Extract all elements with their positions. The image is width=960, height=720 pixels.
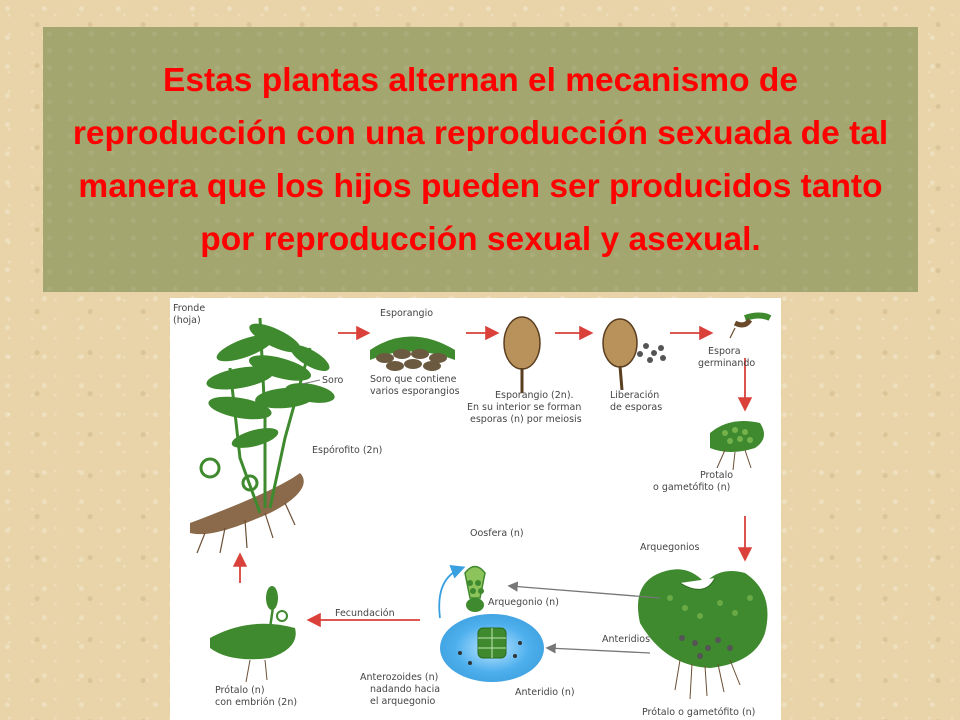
label-soro-contiene: Soro que contiene varios esporangios (370, 374, 460, 397)
prothallus-with-embryo-illustration (210, 586, 296, 683)
label-esporofito: Espórofito (2n) (312, 445, 382, 456)
label-espora: Espora germinando (698, 346, 755, 369)
label-anteridios: Anteridios (602, 634, 650, 645)
title-box: Estas plantas alternan el mecanismo de r… (43, 27, 918, 292)
label-fronde: Fronde (hoja) (173, 303, 208, 326)
sporangium-illustration (503, 316, 541, 393)
label-arquegonios: Arquegonios (640, 542, 699, 553)
label-anterozoides: Anterozoides (n) nadando hacia el arqueg… (360, 672, 443, 707)
antheridium-illustration (440, 614, 544, 682)
label-liberacion: Liberación de esporas (610, 390, 662, 413)
germinating-spore-illustration (729, 312, 772, 339)
label-esporangio: Esporangio (380, 308, 433, 319)
fern-life-cycle-diagram: Fronde (hoja) Soro Espórofito (2n) Espor… (170, 298, 781, 720)
slide-title: Estas plantas alternan el mecanismo de r… (72, 61, 889, 258)
label-soro: Soro (322, 375, 344, 386)
connector-arrows (507, 581, 661, 654)
soro-cluster-illustration (370, 336, 455, 371)
soro-leader-line (301, 379, 321, 385)
label-anteridio: Anteridio (n) (515, 687, 575, 698)
gametophyte-illustration (638, 569, 768, 700)
sporophyte-fern-illustration (190, 317, 335, 554)
young-prothallus-illustration (710, 420, 764, 471)
arrow-to-anteridio (545, 643, 651, 654)
arrow-to-archegonio (507, 581, 661, 599)
label-arquegonio: Arquegonio (n) (488, 597, 559, 608)
fertilization-blue-arrow (438, 565, 466, 619)
label-protalo-embrion: Prótalo (n) con embrión (2n) (215, 685, 297, 708)
label-oosfera: Oosfera (n) (470, 528, 524, 539)
spore-release-illustration (602, 318, 666, 391)
label-protalo-gametofito: Prótalo o gametófito (n) (642, 707, 755, 718)
cycle-arrows (232, 325, 753, 628)
diagram-svg: Fronde (hoja) Soro Espórofito (2n) Espor… (173, 303, 772, 718)
label-esporangio-2n: Esporangio (2n). En su interior se forma… (467, 390, 584, 425)
archegonium-illustration (464, 565, 486, 612)
label-protalo: Protalo o gametófito (n) (653, 470, 736, 493)
label-fecundacion: Fecundación (335, 608, 395, 619)
